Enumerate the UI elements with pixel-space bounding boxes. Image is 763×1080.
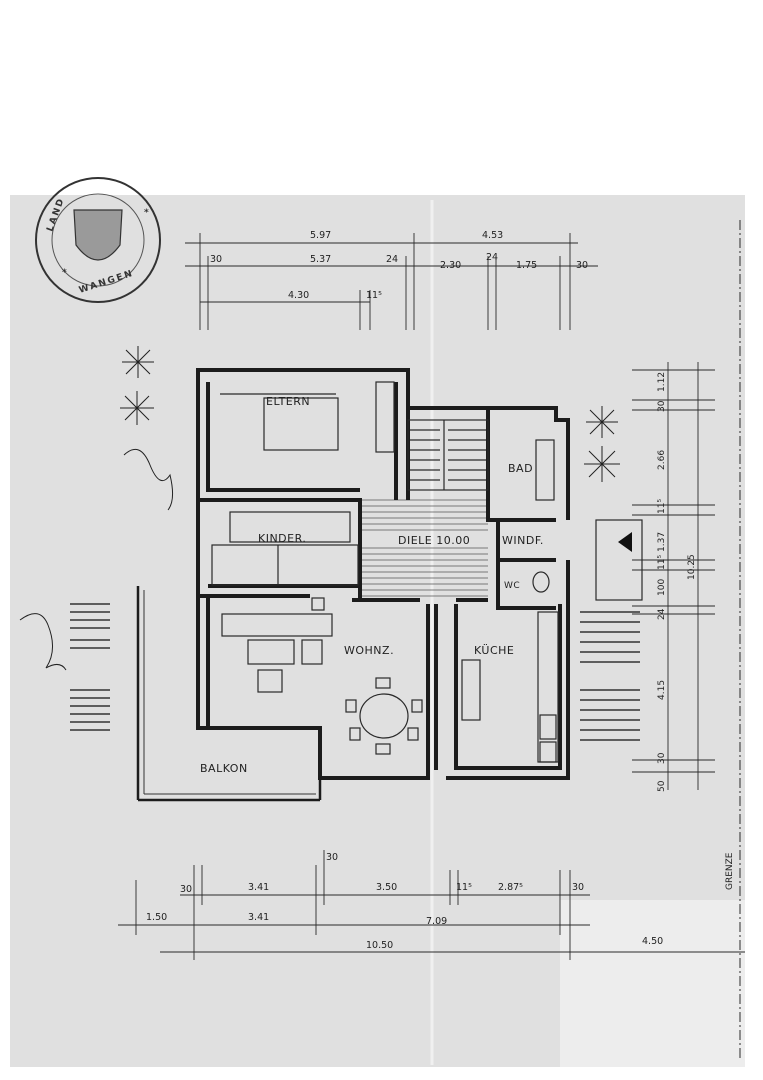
dim-1-12: 1.12 [657, 372, 667, 392]
dimension-lines-top [185, 233, 598, 330]
entrance-steps-right [580, 611, 640, 741]
dim-24-right-side: 24 [657, 608, 667, 620]
kids-bed [211, 544, 359, 586]
dim-10-25: 10.25 [687, 554, 697, 580]
dim-50: 50 [657, 780, 667, 792]
dim-24-left: 24 [386, 254, 398, 265]
dim-5-97: 5.97 [310, 230, 331, 241]
coffee-table [247, 639, 295, 665]
room-label-kuche: KÜCHE [474, 644, 514, 657]
dim-1-50: 1.50 [146, 912, 167, 923]
balcony [136, 586, 322, 802]
dim-11-5-bottom: 11⁵ [456, 882, 472, 893]
double-bed [263, 397, 339, 451]
toilet [532, 571, 550, 593]
dim-100: 100 [657, 579, 667, 596]
dim-3-41-lower: 3.41 [248, 912, 269, 923]
dim-11-5-right-b: 11⁵ [657, 555, 667, 570]
dim-2-30: 2.30 [440, 260, 461, 271]
tree-icon-4 [584, 446, 620, 482]
dim-4-50: 4.50 [642, 936, 663, 947]
dim-11-5-right-a: 11⁵ [657, 499, 667, 514]
dim-30-right-bottom: 30 [657, 752, 667, 764]
diele-floor-hatching [362, 499, 488, 597]
dim-3-41-upper: 3.41 [248, 882, 269, 893]
dim-30-left: 30 [210, 254, 222, 265]
dimension-lines-bottom [118, 850, 745, 960]
room-label-wohnz: WOHNZ. [344, 644, 394, 657]
tree-icon-3 [586, 406, 618, 438]
room-label-windf: WINDF. [502, 534, 544, 547]
room-label-wc: WC [504, 581, 520, 591]
dim-24-right: 24 [486, 252, 498, 263]
dim-1-75: 1.75 [516, 260, 537, 271]
dim-30-bottom-top: 30 [326, 852, 338, 863]
building-walls [196, 368, 570, 780]
room-label-eltern: ELTERN [266, 395, 310, 408]
staircase [407, 419, 489, 491]
tree-icon-1 [122, 346, 154, 378]
dim-2-87-5: 2.87⁵ [498, 882, 523, 893]
dim-30-bottom-left: 30 [180, 884, 192, 895]
dim-10-50: 10.50 [366, 940, 393, 951]
dim-30-right: 30 [576, 260, 588, 271]
room-label-balkon: BALKON [200, 762, 248, 775]
dim-4-53: 4.53 [482, 230, 503, 241]
coat-of-arms-icon [73, 209, 123, 261]
sofa [221, 613, 333, 637]
room-label-bad: BAD [508, 462, 533, 475]
svg-text:*: * [144, 208, 151, 218]
dim-11-5-top: 11⁵ [366, 290, 382, 301]
dim-5-37: 5.37 [310, 254, 331, 265]
tree-icon-2 [120, 391, 154, 425]
tree-symbols [19, 346, 620, 671]
wardrobe [375, 381, 395, 453]
dim-7-09: 7.09 [426, 916, 447, 927]
boundary-label: GRENZE [725, 852, 735, 890]
dim-2-66: 2.66 [657, 450, 667, 470]
furniture [211, 381, 559, 763]
room-label-kinder: KINDER. [258, 532, 306, 545]
bathtub [535, 439, 555, 501]
dim-4-15: 4.15 [657, 680, 667, 700]
dining-table [359, 693, 409, 739]
canopy-outline [595, 519, 643, 601]
dim-3-50: 3.50 [376, 882, 397, 893]
room-label-diele: DIELE 10.00 [398, 534, 470, 547]
dimension-lines-right [632, 362, 715, 790]
entrance-arrow-icon [618, 532, 632, 552]
dim-1-37: 1.37 [657, 532, 667, 552]
parking-stripes-left [70, 603, 110, 731]
dim-30-bottom-right: 30 [572, 882, 584, 893]
svg-text:*: * [62, 268, 69, 278]
dim-4-30: 4.30 [288, 290, 309, 301]
dim-30-right-top: 30 [657, 400, 667, 412]
municipal-stamp: LAND WANGEN * * [35, 177, 161, 303]
